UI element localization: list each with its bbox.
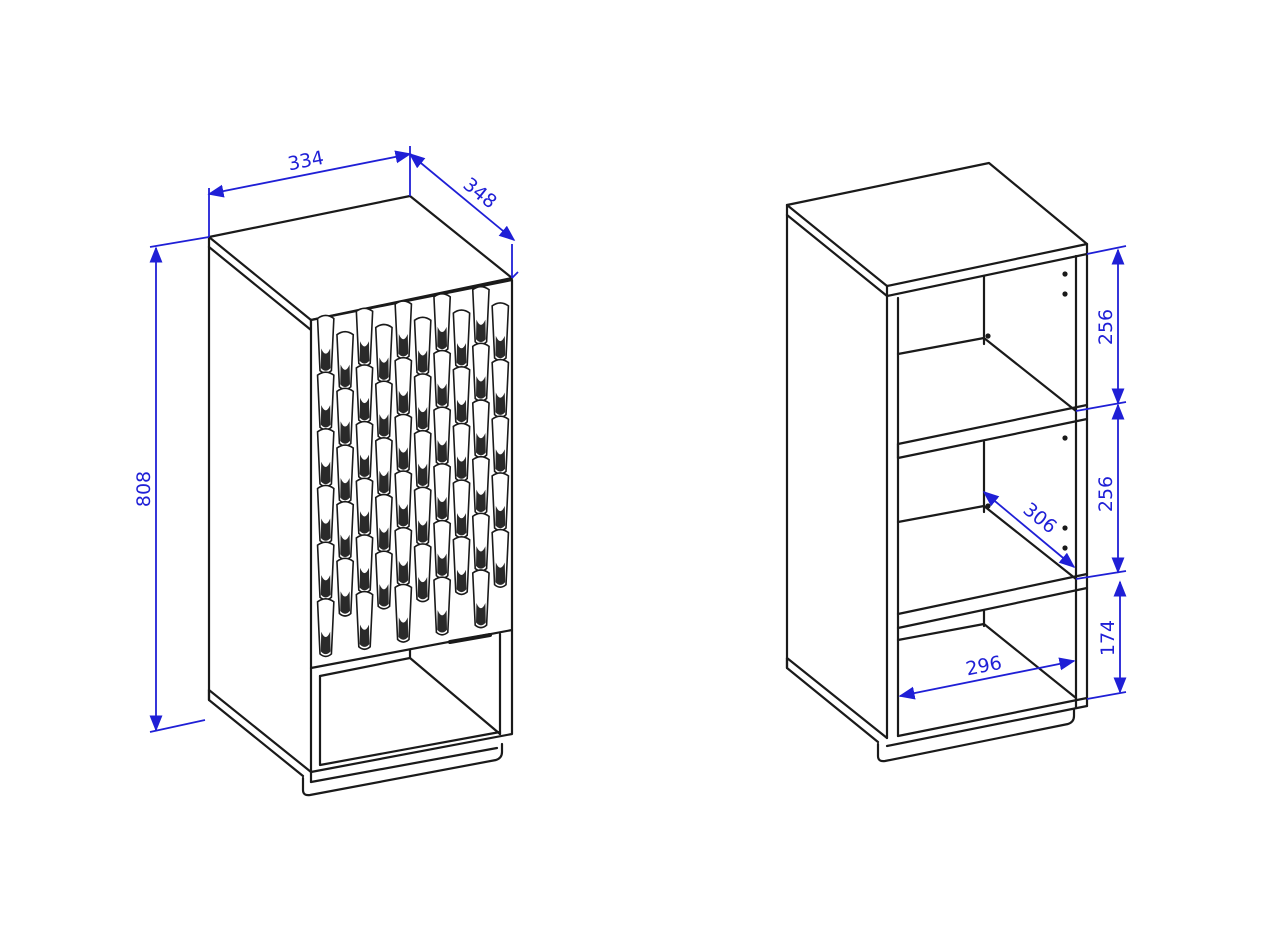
door-relief-shadow bbox=[398, 617, 409, 640]
height-label: 808 bbox=[133, 471, 155, 507]
door-relief-shadow bbox=[417, 576, 428, 600]
door-relief-shadow bbox=[379, 470, 389, 494]
door-relief-shadow bbox=[456, 399, 467, 423]
width-dimension-line bbox=[207, 150, 412, 198]
closed-cabinet-base bbox=[301, 742, 504, 797]
door-relief-shadow bbox=[417, 350, 428, 373]
door-relief-shadow bbox=[398, 560, 409, 584]
door-relief-shadow bbox=[320, 405, 331, 428]
door-relief-shadow bbox=[476, 432, 486, 456]
door-relief-shadow bbox=[437, 553, 447, 576]
closed-cabinet-open-shelf bbox=[309, 628, 514, 774]
door-relief-shadow bbox=[340, 534, 350, 558]
top-compartment-height-label: 256 bbox=[1095, 309, 1117, 345]
shelf-middle bbox=[896, 504, 1089, 630]
inner-width-line bbox=[898, 657, 1076, 700]
depth-dimension-line bbox=[408, 152, 516, 242]
middle-compartment-height-label: 256 bbox=[1095, 476, 1117, 512]
open-cabinet-base bbox=[876, 708, 1076, 763]
door-relief-shadow bbox=[320, 348, 331, 371]
open-cabinet-top bbox=[785, 161, 1089, 288]
door-relief-shadow bbox=[437, 326, 447, 350]
door-relief-shadow bbox=[340, 478, 350, 501]
door-relief-shadow bbox=[476, 376, 486, 399]
door-handle bbox=[448, 633, 492, 644]
door-relief-shadow bbox=[359, 341, 370, 364]
door-relief-shadow bbox=[398, 334, 409, 357]
door-relief-shadow bbox=[495, 335, 506, 359]
door-relief-shadow bbox=[359, 567, 370, 591]
door-relief-shadow bbox=[340, 364, 350, 388]
door-relief-shadow bbox=[340, 591, 350, 614]
door-relief-shadow bbox=[320, 518, 331, 541]
shelf-upper bbox=[896, 336, 1089, 460]
closed-cabinet-side bbox=[207, 245, 305, 778]
door-relief-shadow bbox=[379, 357, 389, 380]
door-relief-shadow bbox=[476, 489, 486, 512]
door-relief-pattern bbox=[316, 285, 510, 658]
door-relief-shadow bbox=[456, 569, 467, 593]
door-relief-shadow bbox=[398, 504, 409, 527]
door-relief-shadow bbox=[340, 421, 350, 444]
door-relief-shadow bbox=[456, 513, 467, 536]
inner-depth-label: 306 bbox=[1019, 498, 1061, 538]
door-relief-shadow bbox=[417, 406, 428, 430]
closed-cabinet bbox=[207, 194, 514, 797]
bottom-compartment-height-label: 174 bbox=[1097, 620, 1119, 656]
door-relief-shadow bbox=[495, 505, 506, 529]
open-cabinet-dimensions: 256 256 174 306 296 bbox=[898, 245, 1127, 700]
door-relief-shadow bbox=[417, 520, 428, 543]
door-relief-shadow bbox=[379, 527, 389, 550]
door-relief-shadow bbox=[476, 546, 486, 569]
door-relief-shadow bbox=[359, 397, 370, 421]
door-relief-shadow bbox=[398, 447, 409, 470]
door-relief-shadow bbox=[437, 610, 447, 633]
door-relief-shadow bbox=[495, 392, 506, 415]
door-relief-shadow bbox=[320, 631, 331, 655]
door-relief-shadow bbox=[456, 456, 467, 479]
door-relief-shadow bbox=[379, 584, 389, 607]
door-relief-shadow bbox=[359, 454, 370, 477]
open-cabinet bbox=[785, 161, 1089, 763]
door-relief-shadow bbox=[456, 343, 467, 366]
door-relief-shadow bbox=[379, 414, 389, 437]
door-relief-shadow bbox=[437, 440, 447, 463]
open-cabinet-side bbox=[785, 213, 880, 744]
door-relief-shadow bbox=[437, 496, 447, 520]
door-relief-shadow bbox=[359, 511, 370, 534]
depth-label: 348 bbox=[459, 173, 501, 213]
door-relief-shadow bbox=[476, 319, 486, 342]
door-relief-shadow bbox=[476, 602, 486, 626]
door-relief-shadow bbox=[320, 461, 331, 485]
door-relief-shadow bbox=[495, 562, 506, 585]
door-relief-shadow bbox=[417, 463, 428, 486]
inner-depth-line bbox=[982, 490, 1076, 569]
door-relief-shadow bbox=[320, 575, 331, 598]
door-relief-shadow bbox=[359, 624, 370, 647]
door-relief-shadow bbox=[398, 390, 409, 414]
door-relief-shadow bbox=[495, 449, 506, 472]
door-relief-shadow bbox=[437, 383, 447, 406]
